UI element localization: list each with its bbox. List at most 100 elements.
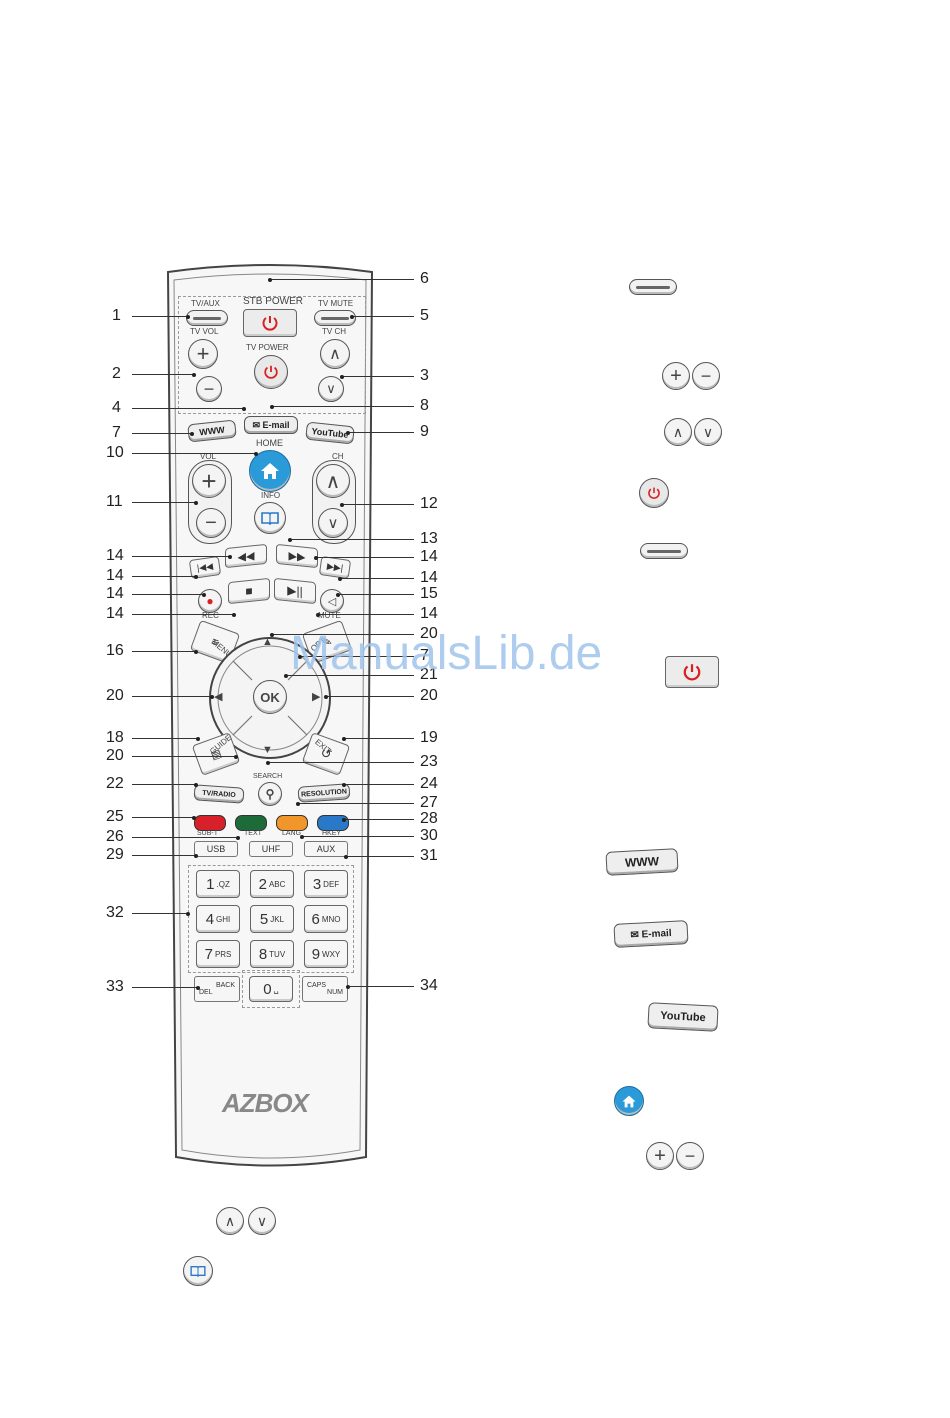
callout-dot [190, 431, 194, 436]
info-button[interactable] [254, 502, 286, 534]
callout-dot [296, 801, 300, 806]
play-pause-button[interactable]: ▶|| [274, 577, 316, 605]
callout-number: 29 [106, 846, 124, 863]
play-pause-icon: ▶|| [287, 583, 303, 599]
legend-home-icon [614, 1086, 644, 1116]
callout-dot [288, 537, 292, 542]
hkey-label: HKEY [322, 830, 342, 837]
callout-number: 23 [420, 753, 438, 770]
callout-number: 1 [112, 307, 121, 324]
zero-digit: 0 [263, 980, 272, 998]
callout-line [132, 614, 234, 615]
aux-button[interactable]: AUX [304, 841, 348, 857]
callout-dot [340, 502, 344, 507]
back-del-button[interactable]: BACK DEL [194, 976, 240, 1002]
tv-ch-label: TV CH [322, 327, 346, 336]
callout-line [132, 756, 236, 757]
search-button[interactable]: ⚲ [258, 782, 282, 806]
callout-dot [340, 374, 344, 379]
callout-dot [314, 555, 318, 560]
up-arrow-button[interactable]: ▲ [262, 636, 273, 648]
fast-forward-button[interactable]: ▶▶ [276, 543, 318, 569]
keypad-letters: .QZ [216, 879, 230, 889]
mute-label: MUTE [318, 611, 341, 620]
vol-up-button[interactable]: + [192, 464, 226, 498]
callout-dot [346, 984, 350, 989]
legend-vol-plus-icon: + [646, 1142, 674, 1170]
tv-power-button[interactable] [254, 355, 288, 389]
blue-button[interactable] [317, 815, 349, 831]
ok-button[interactable]: OK [253, 680, 287, 714]
zero-key[interactable]: 0␣ [249, 976, 293, 1002]
callout-line [342, 376, 414, 377]
tv-ch-up-button[interactable]: ∧ [320, 339, 350, 369]
vol-down-button[interactable]: − [196, 508, 226, 538]
mute-button[interactable]: ◁ [320, 589, 344, 613]
record-icon: ● [206, 594, 214, 608]
home-label: HOME [256, 438, 283, 448]
callout-line [346, 856, 414, 857]
red-button[interactable] [194, 815, 226, 831]
callout-dot [234, 754, 238, 759]
callout-dot [236, 835, 240, 840]
keypad-key-1[interactable]: 1.QZ [196, 870, 240, 898]
ch-up-button[interactable]: ∧ [316, 464, 350, 498]
keypad-digit: 2 [258, 875, 267, 893]
skip-forward-icon: ▶▶| [326, 560, 344, 574]
brand-logo: AZBOX [222, 1088, 309, 1118]
ch-down-button[interactable]: ∨ [318, 508, 348, 538]
stb-power-label: STB POWER [243, 296, 304, 307]
tv-radio-button[interactable]: TV/RADIO [193, 784, 245, 804]
callout-line [132, 408, 244, 409]
keypad-letters: GHI [216, 914, 231, 924]
next-button[interactable]: ▶▶| [318, 556, 352, 579]
right-arrow-button[interactable]: ▶ [312, 690, 320, 703]
email-button[interactable]: ✉ E-mail [244, 416, 298, 434]
keypad-digit: 7 [204, 945, 213, 963]
home-button[interactable] [249, 450, 291, 492]
tv-ch-down-button[interactable]: ∨ [318, 376, 344, 402]
tv-mute-button[interactable] [314, 310, 356, 326]
keypad-digit: 9 [311, 945, 321, 963]
orange-button[interactable] [276, 815, 308, 831]
callout-line [132, 453, 256, 454]
callout-line [316, 557, 414, 558]
green-button[interactable] [235, 815, 267, 831]
callout-number: 24 [420, 775, 438, 792]
callout-number: 16 [106, 642, 124, 659]
callout-dot [194, 574, 198, 579]
callout-line [132, 316, 188, 317]
legend-stb-power-icon [665, 656, 719, 688]
tv-vol-down-button[interactable]: − [196, 376, 222, 402]
down-arrow-button[interactable]: ▼ [262, 744, 273, 756]
caps-num-button[interactable]: CAPS NUM [302, 976, 348, 1002]
rec-button[interactable]: ● [198, 589, 222, 613]
uhf-button[interactable]: UHF [249, 841, 293, 857]
legend-youtube-icon: YouTube [647, 1002, 719, 1032]
usb-button[interactable]: USB [194, 841, 238, 857]
tv-aux-button[interactable] [186, 310, 228, 326]
callout-line [272, 406, 414, 407]
left-arrow-button[interactable]: ◀ [214, 690, 222, 703]
space-icon: ␣ [273, 984, 279, 994]
tv-vol-up-button[interactable]: + [188, 339, 218, 369]
info-label: INFO [261, 491, 281, 500]
up-arrow-icon: ▲ [262, 636, 273, 648]
callout-line [132, 576, 196, 577]
callout-number: 7 [420, 647, 429, 664]
home-icon [261, 463, 279, 479]
keypad-letters: MNO [321, 914, 341, 924]
stop-button[interactable]: ■ [228, 577, 270, 605]
callout-number: 14 [420, 605, 438, 622]
stb-power-button[interactable] [243, 309, 297, 337]
legend-plus-icon: + [662, 362, 690, 390]
callout-line [132, 987, 198, 988]
